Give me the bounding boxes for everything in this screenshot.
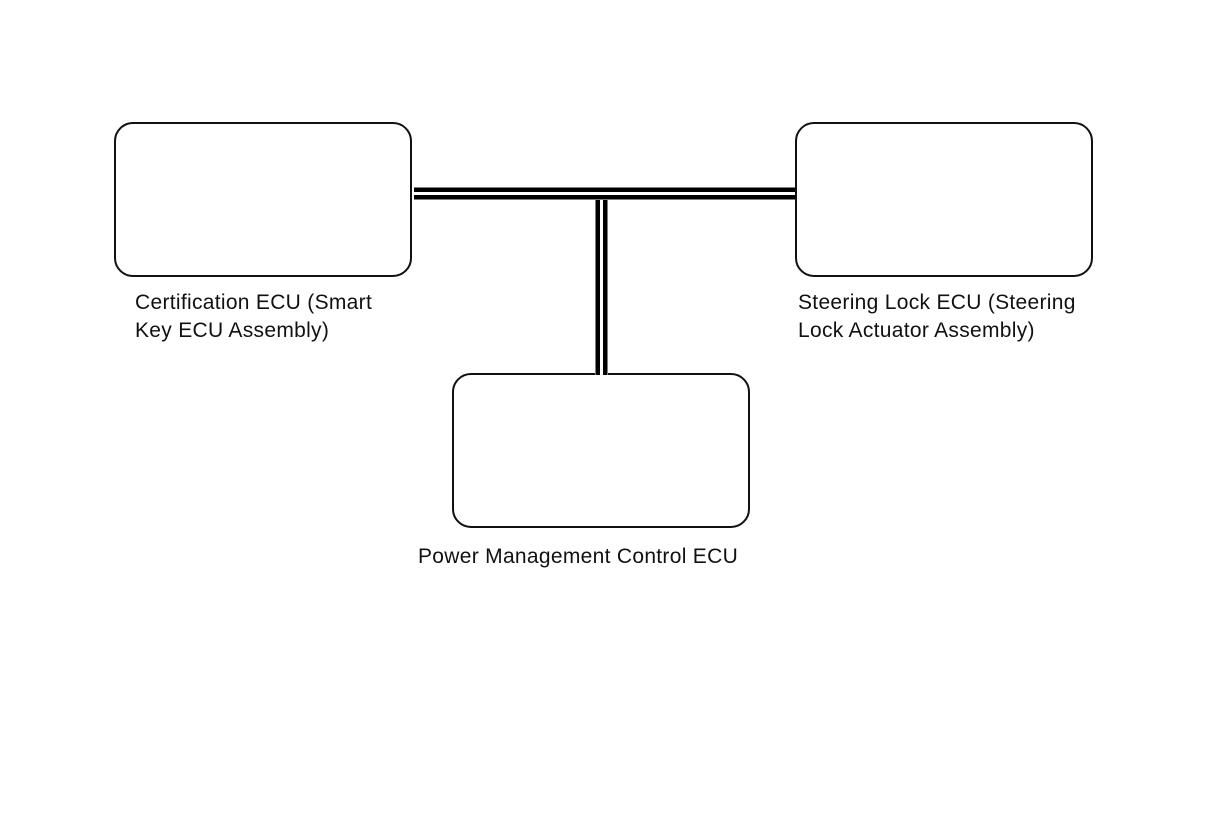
- ecu-box-certification: [114, 122, 412, 277]
- label-power-management-ecu: Power Management Control ECU: [418, 545, 739, 568]
- bus-line-horizontal: [414, 187, 795, 200]
- label-certification-ecu: Certification ECU (Smart Key ECU Assembl…: [135, 291, 373, 342]
- ecu-box-power-management: [452, 373, 750, 528]
- bus-line-vertical: [595, 193, 608, 375]
- ecu-box-steering-lock: [795, 122, 1093, 277]
- label-steering-lock-ecu: Steering Lock ECU (Steering Lock Actuato…: [798, 291, 1076, 342]
